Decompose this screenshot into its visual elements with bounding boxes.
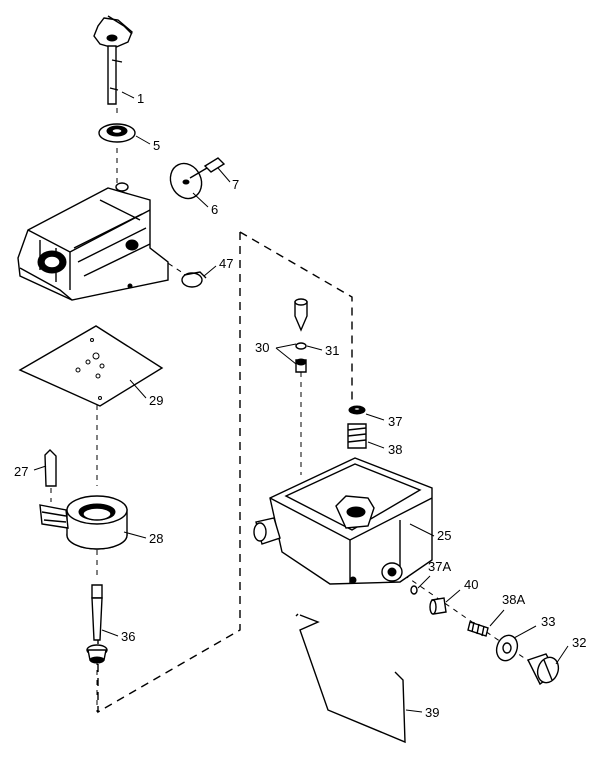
label-part-47: 47 bbox=[219, 256, 233, 271]
label-part-38a: 38A bbox=[502, 592, 525, 607]
part-30-needle-valve bbox=[294, 298, 308, 373]
label-part-7: 7 bbox=[232, 177, 239, 192]
label-part-30: 30 bbox=[255, 340, 269, 355]
part-5-seal bbox=[98, 123, 136, 143]
label-part-40: 40 bbox=[464, 577, 478, 592]
label-part-32: 32 bbox=[572, 635, 586, 650]
label-part-6: 6 bbox=[211, 202, 218, 217]
label-part-25: 25 bbox=[437, 528, 451, 543]
label-part-37a: 37A bbox=[428, 559, 451, 574]
assembly-dashed-outline bbox=[97, 231, 353, 714]
label-part-27: 27 bbox=[14, 464, 28, 479]
label-part-33: 33 bbox=[541, 614, 555, 629]
label-part-5: 5 bbox=[153, 138, 160, 153]
part-7-screw bbox=[189, 157, 226, 179]
label-part-38: 38 bbox=[388, 442, 402, 457]
part-38-spring bbox=[347, 423, 367, 449]
part-27-pin bbox=[44, 449, 57, 502]
part-36-needle bbox=[86, 584, 108, 664]
label-part-36: 36 bbox=[121, 629, 135, 644]
part-38a-spring bbox=[467, 621, 489, 637]
label-part-37: 37 bbox=[388, 414, 402, 429]
label-part-28: 28 bbox=[149, 531, 163, 546]
part-32-bowl-nut bbox=[527, 653, 560, 686]
part-6-throttle-plate bbox=[169, 162, 203, 200]
label-part-29: 29 bbox=[149, 393, 163, 408]
label-part-31: 31 bbox=[325, 343, 339, 358]
part-25-float-bowl bbox=[253, 457, 433, 585]
label-part-39: 39 bbox=[425, 705, 439, 720]
part-40-jet bbox=[429, 597, 447, 615]
part-37a-washer bbox=[410, 585, 418, 595]
part-37-seat bbox=[348, 405, 366, 415]
part-1-throttle-shaft bbox=[93, 15, 133, 105]
part-29-gasket bbox=[18, 325, 164, 407]
part-33-gasket bbox=[495, 634, 519, 662]
part-39-bail-wire bbox=[295, 613, 406, 744]
part-28-float bbox=[39, 495, 128, 550]
leader-lines bbox=[33, 91, 569, 713]
label-part-1: 1 bbox=[137, 91, 144, 106]
part-47-plug bbox=[181, 271, 207, 288]
upper-body-casting bbox=[17, 182, 169, 301]
